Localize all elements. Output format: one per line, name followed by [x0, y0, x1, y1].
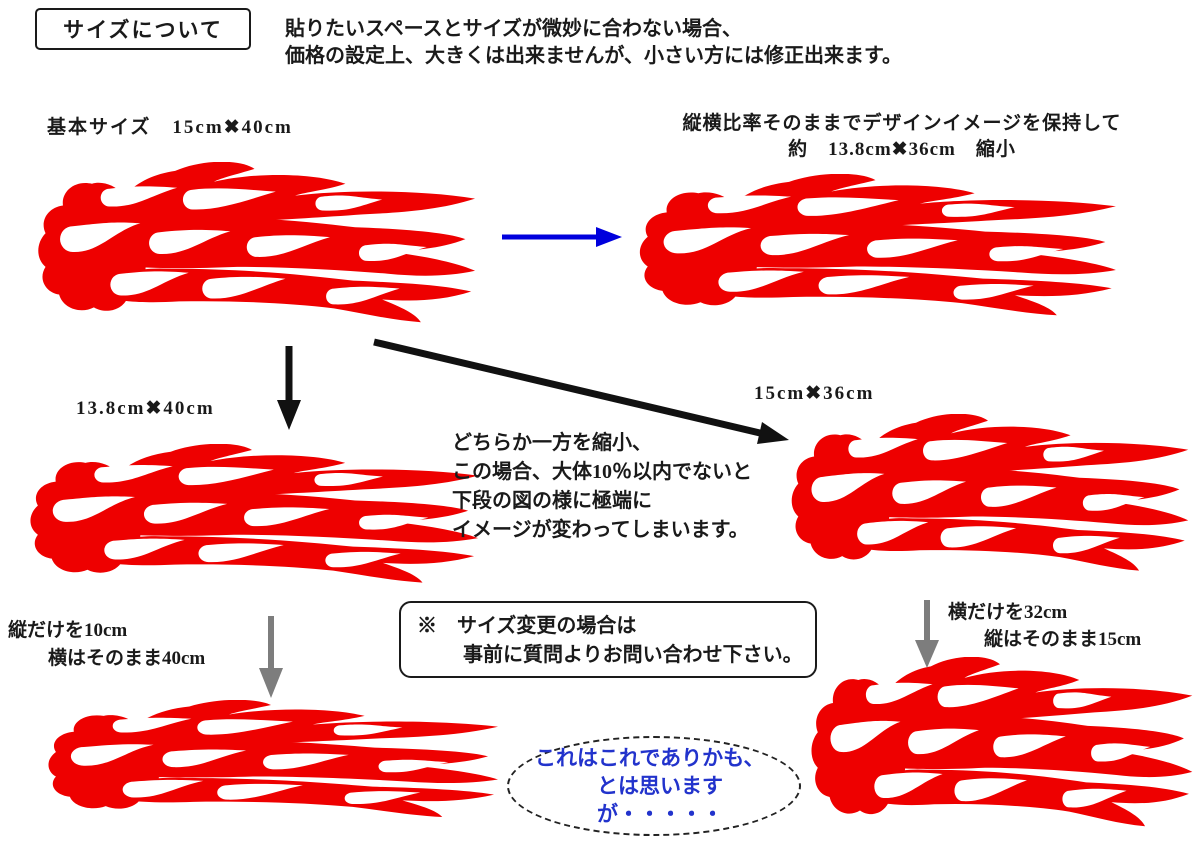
bottom-right-note-line-2: 縦はそのまま15cm [984, 629, 1142, 650]
flame-15x36 [791, 414, 1189, 571]
height-reduced-size-label: 13.8cm✖40cm [76, 398, 215, 419]
blue-right-arrow [502, 227, 622, 247]
center-note-line-3: 下段の図の様に極端に [452, 490, 652, 512]
bottom-right-note: 横だけを32cm 縦はそのまま15cm [948, 599, 1141, 653]
bottom-left-note-line-2: 横はそのまま40cm [48, 648, 206, 669]
gray-down-arrow-right [915, 600, 939, 668]
center-note-line-2: この場合、大体10％以内でないと [452, 461, 752, 483]
notice-box-line-1: ※ サイズ変更の場合は [417, 615, 637, 637]
center-note: どちらか一方を縮小、 この場合、大体10％以内でないと 下段の図の様に極端に イ… [452, 429, 752, 545]
black-diagonal-arrow [373, 338, 789, 444]
intro-line-1: 貼りたいスペースとサイズが微妙に合わない場合、 [285, 18, 742, 40]
flame-narrowed-15x32 [811, 657, 1193, 827]
intro-text: 貼りたいスペースとサイズが微妙に合わない場合、 価格の設定上、大きくは出来ません… [285, 16, 902, 70]
center-note-line-4: イメージが変わってしまいます。 [452, 519, 749, 541]
keep-ratio-note: 縦横比率そのままでデザインイメージを保持して 約 13.8cm✖36cm 縮小 [622, 111, 1182, 163]
center-note-line-1: どちらか一方を縮小、 [452, 432, 652, 454]
speech-bubble: これはこれでありかも、 とは思いますが・・・・・ [507, 736, 801, 836]
size-about-title: サイズについて [63, 18, 223, 42]
notice-box-line-2: 事前に質問よりお問い合わせ下さい。 [463, 644, 803, 666]
flame-scaled-13-8x36 [639, 174, 1116, 316]
black-down-arrow [277, 346, 301, 430]
speech-bubble-line-2: とは思いますが・・・・・ [597, 774, 723, 826]
bottom-right-note-line-1: 横だけを32cm [948, 602, 1068, 623]
speech-bubble-line-1: これはこれでありかも、 [535, 746, 765, 770]
flame-flattened-10x40 [48, 700, 499, 817]
intro-line-2: 価格の設定上、大きくは出来ませんが、小さい方には修正出来ます。 [285, 45, 902, 67]
flame-13-8x40 [30, 444, 479, 583]
size-about-title-box: サイズについて [35, 8, 251, 50]
bottom-left-note-line-1: 縦だけを10cm [8, 620, 128, 641]
flame-basic-15x40 [38, 162, 476, 323]
notice-box: ※ サイズ変更の場合は 事前に質問よりお問い合わせ下さい。 [399, 601, 817, 678]
bottom-left-note: 縦だけを10cm 横はそのまま40cm [8, 617, 205, 673]
keep-ratio-line-1: 縦横比率そのままでデザインイメージを保持して [682, 113, 1122, 134]
width-reduced-size-label: 15cm✖36cm [754, 383, 875, 404]
keep-ratio-line-2: 約 13.8cm✖36cm 縮小 [788, 139, 1016, 160]
gray-down-arrow-left [259, 616, 283, 698]
basic-size-label: 基本サイズ 15cm✖40cm [47, 117, 293, 138]
